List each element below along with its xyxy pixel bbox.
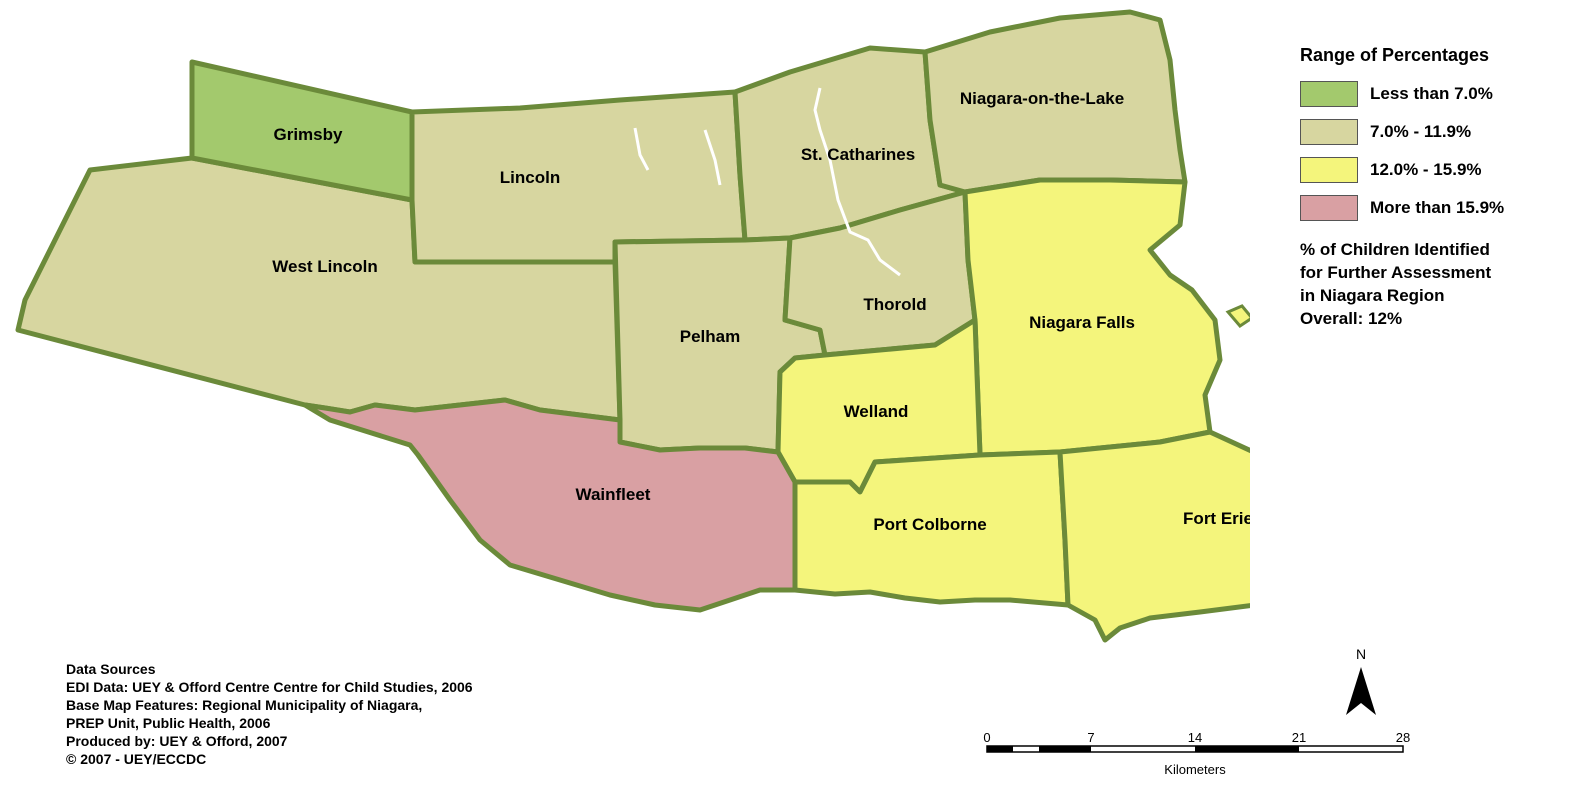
- canal-waterway: [703, 129, 722, 186]
- region-label-lincoln: Lincoln: [500, 168, 560, 187]
- region-label-port-colborne: Port Colborne: [873, 515, 986, 534]
- north-label: N: [1356, 646, 1366, 662]
- scale-tick-label: 0: [983, 730, 990, 745]
- region-niagara-on-the-lake[interactable]: [922, 9, 1188, 195]
- region-label-wainfleet: Wainfleet: [576, 485, 651, 504]
- island: [1225, 304, 1250, 328]
- scale-tick-label: 14: [1188, 730, 1202, 745]
- north-arrow: N: [1346, 646, 1376, 715]
- scale-tick-label: 28: [1396, 730, 1410, 745]
- region-label-thorold: Thorold: [863, 295, 926, 314]
- legend-item: More than 15.9%: [1300, 192, 1590, 224]
- legend-title: Range of Percentages: [1300, 45, 1490, 65]
- region-label-welland: Welland: [844, 402, 909, 421]
- legend-label: 12.0% - 15.9%: [1370, 160, 1482, 179]
- north-arrow-icon: [1346, 667, 1376, 715]
- region-label-st-catharines: St. Catharines: [801, 145, 915, 164]
- legend-swatch: [1300, 119, 1358, 145]
- sources-line: Data Sources: [66, 661, 156, 677]
- scale-unit: Kilometers: [1164, 762, 1226, 777]
- region-label-pelham: Pelham: [680, 327, 740, 346]
- region-lincoln[interactable]: [409, 89, 748, 265]
- legend-label: Less than 7.0%: [1370, 84, 1493, 103]
- legend-note: % of Children Identified for Further Ass…: [1300, 238, 1590, 330]
- scale-tick-label: 21: [1292, 730, 1306, 745]
- legend-item: 12.0% - 15.9%: [1300, 154, 1590, 186]
- region-label-west-lincoln: West Lincoln: [272, 257, 377, 276]
- sources-line: PREP Unit, Public Health, 2006: [66, 715, 271, 731]
- sources-line: Base Map Features: Regional Municipality…: [66, 697, 423, 713]
- region-label-niagara-on-the-lake: Niagara-on-the-Lake: [960, 89, 1124, 108]
- legend-note-line: % of Children Identified: [1300, 240, 1490, 259]
- legend-label: More than 15.9%: [1370, 198, 1505, 217]
- region-wainfleet[interactable]: [302, 397, 798, 613]
- legend-swatch: [1300, 157, 1358, 183]
- sources-line: © 2007 - UEY/ECCDC: [66, 751, 207, 767]
- legend-label: 7.0% - 11.9%: [1370, 122, 1472, 141]
- region-fort-erie[interactable]: [1057, 429, 1250, 643]
- region-label-niagara-falls: Niagara Falls: [1029, 313, 1135, 332]
- scale-bar: 0 7 14 21 28 Kilometers: [983, 730, 1410, 777]
- legend-item: Less than 7.0%: [1300, 78, 1590, 110]
- canal-waterway: [633, 127, 650, 171]
- sources-line: EDI Data: UEY & Offord Centre Centre for…: [66, 679, 473, 695]
- sources-line: Produced by: UEY & Offord, 2007: [66, 733, 288, 749]
- legend-item-list: Less than 7.0% 7.0% - 11.9% 12.0% - 15.9…: [1300, 78, 1590, 224]
- legend-swatch: [1300, 81, 1358, 107]
- scale-tick-label: 7: [1087, 730, 1094, 745]
- map-legend: Range of Percentages Less than 7.0% 7.0%…: [1300, 45, 1590, 330]
- legend-note-line: for Further Assessment: [1300, 263, 1492, 282]
- legend-note-line: Overall: 12%: [1300, 309, 1403, 328]
- region-label-grimsby: Grimsby: [274, 125, 344, 144]
- canal-waterway: [813, 87, 901, 277]
- region-label-fort-erie: Fort Erie: [1183, 509, 1250, 528]
- legend-item: 7.0% - 11.9%: [1300, 116, 1590, 148]
- legend-note-line: in Niagara Region: [1300, 286, 1445, 305]
- data-sources: Data Sources EDI Data: UEY & Offord Cent…: [66, 660, 473, 768]
- legend-swatch: [1300, 195, 1358, 221]
